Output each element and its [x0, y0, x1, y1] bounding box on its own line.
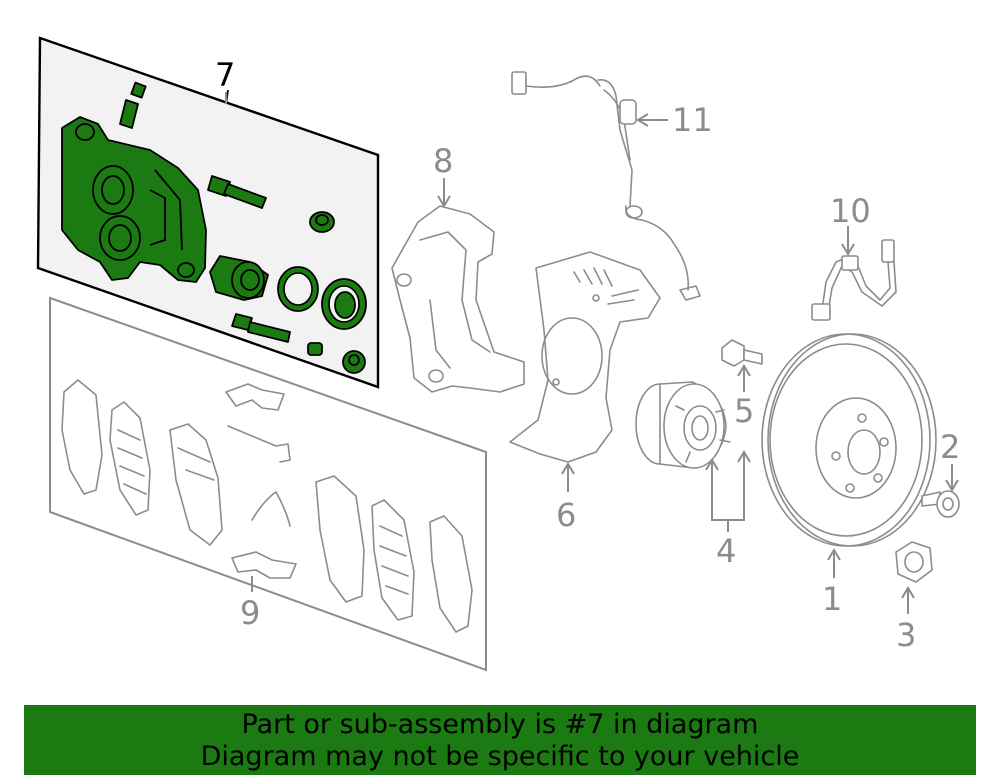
callout-3[interactable]: 3	[896, 616, 916, 654]
callout-2[interactable]: 2	[940, 428, 960, 466]
caliper-kit-panel[interactable]	[36, 36, 380, 389]
callout-4[interactable]: 4	[716, 532, 736, 570]
dust-shield-icon[interactable]	[509, 251, 661, 463]
dust-boot-icon	[321, 278, 367, 330]
brake-hose-icon[interactable]	[811, 239, 897, 321]
brake-pad-icon	[61, 379, 473, 633]
parts-diagram: 7 8 11 10 5 2 6 4 1 9 3	[36, 36, 960, 672]
guide-pin-icon	[207, 175, 267, 209]
guide-pin-lower-icon	[231, 313, 291, 343]
hub-bolt-icon[interactable]	[721, 339, 763, 367]
callout-10[interactable]: 10	[830, 192, 871, 230]
callout-11[interactable]: 11	[672, 101, 713, 139]
bleeder-screw-icon	[119, 81, 147, 129]
callout-1[interactable]: 1	[822, 580, 842, 618]
pad-clip-icon	[225, 383, 297, 579]
axle-nut-icon[interactable]	[895, 541, 933, 583]
caliper-piston-icon	[209, 255, 269, 301]
callout-7[interactable]: 7	[215, 56, 235, 94]
info-banner: Part or sub-assembly is #7 in diagram Di…	[24, 705, 976, 775]
callout-labels: 7 8 11 10 5 2 6 4 1 9 3	[215, 56, 960, 654]
leader-lines	[225, 92, 959, 614]
banner-line-part: Part or sub-assembly is #7 in diagram	[241, 709, 759, 740]
callout-9[interactable]: 9	[240, 594, 260, 632]
rotor-screw-icon[interactable]	[921, 490, 960, 518]
callout-6[interactable]: 6	[556, 496, 576, 534]
wheel-hub-icon[interactable]	[635, 381, 731, 469]
callout-8[interactable]: 8	[433, 142, 453, 180]
caliper-bracket-icon[interactable]	[391, 205, 525, 393]
pin-boot-icon	[309, 211, 335, 233]
abs-sensor-wire-icon[interactable]	[511, 71, 701, 301]
banner-line-disclaimer: Diagram may not be specific to your vehi…	[200, 741, 800, 772]
callout-5[interactable]: 5	[734, 392, 754, 430]
brake-pad-kit-panel[interactable]	[49, 296, 487, 672]
brake-rotor-icon[interactable]	[761, 333, 937, 547]
brake-caliper-icon	[61, 116, 207, 283]
piston-seal-icon	[277, 266, 319, 312]
bushing-icon	[307, 342, 366, 374]
